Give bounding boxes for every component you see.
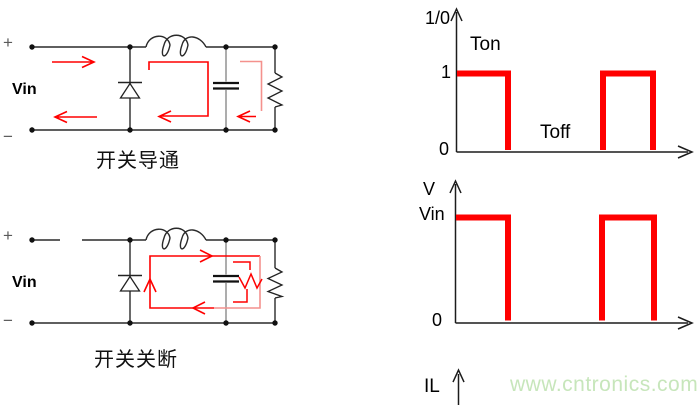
circuit-on-caption: 开关导通	[96, 150, 180, 172]
x-axis-arrow	[455, 316, 694, 330]
node-dots	[29, 237, 278, 326]
voltage-pulse-1	[456, 214, 511, 321]
y-axis-arrow	[452, 368, 465, 405]
rail-wires-open-switch	[32, 239, 275, 324]
node-dots	[29, 44, 278, 133]
diode-icon	[119, 82, 141, 99]
inductor-coil-icon	[145, 227, 207, 250]
ton-label: Ton	[470, 34, 501, 55]
minus-terminal-label: −	[3, 127, 13, 146]
y-axis-arrow	[449, 179, 462, 323]
plot-voltage	[449, 179, 694, 330]
il-axis-label: IL	[424, 376, 440, 397]
load-current-resistor-squiggle	[233, 261, 263, 303]
circuit-off-caption: 开关关断	[94, 349, 178, 371]
freewheel-loop	[149, 255, 260, 309]
minus-terminal-label: −	[3, 311, 13, 330]
vin-label: Vin	[12, 81, 37, 98]
voltage-plot-axis-label: V	[423, 179, 436, 199]
x-axis-arrow	[456, 145, 694, 159]
load-current-loop	[240, 60, 263, 111]
tick-zero: 0	[439, 139, 450, 159]
switch-pulse-2	[600, 70, 656, 150]
plus-terminal-label: +	[3, 33, 13, 52]
inductor-coil-icon	[145, 34, 207, 57]
toff-label: Toff	[540, 122, 571, 143]
load-resistor-icon	[266, 72, 284, 108]
plot-switch-state	[450, 7, 694, 159]
input-current-arrow	[52, 55, 96, 69]
tick-zero: 0	[432, 310, 443, 330]
switch-pulse-1	[457, 70, 511, 150]
rail-wires	[32, 46, 275, 131]
voltage-pulse-2	[599, 214, 657, 321]
capacitor-icon	[213, 274, 239, 283]
circuit-switch-on	[29, 34, 284, 133]
capacitor-icon	[213, 81, 239, 90]
loop-right-arrow	[199, 249, 214, 263]
y-axis-arrow	[450, 7, 463, 152]
load-current-arrow	[236, 110, 256, 123]
circuit-switch-off	[29, 227, 285, 326]
plus-terminal-label: +	[3, 226, 13, 245]
loop-left-arrow	[191, 301, 206, 315]
freewheel-loop-pink-side	[214, 256, 261, 309]
loop-up-arrow	[143, 277, 157, 293]
tick-one: 1	[441, 62, 452, 82]
plot-inductor-current	[452, 368, 465, 405]
vin-tick-label: Vin	[419, 204, 445, 224]
watermark: www.cntronics.com	[510, 373, 699, 396]
diode-icon	[119, 275, 141, 292]
load-resistor-icon	[266, 267, 285, 299]
inductor-current-loop-arrow	[148, 61, 209, 123]
return-current-arrow	[53, 110, 97, 124]
switch-plot-axis-label: 1/0	[425, 8, 451, 28]
vin-label: Vin	[12, 274, 37, 291]
